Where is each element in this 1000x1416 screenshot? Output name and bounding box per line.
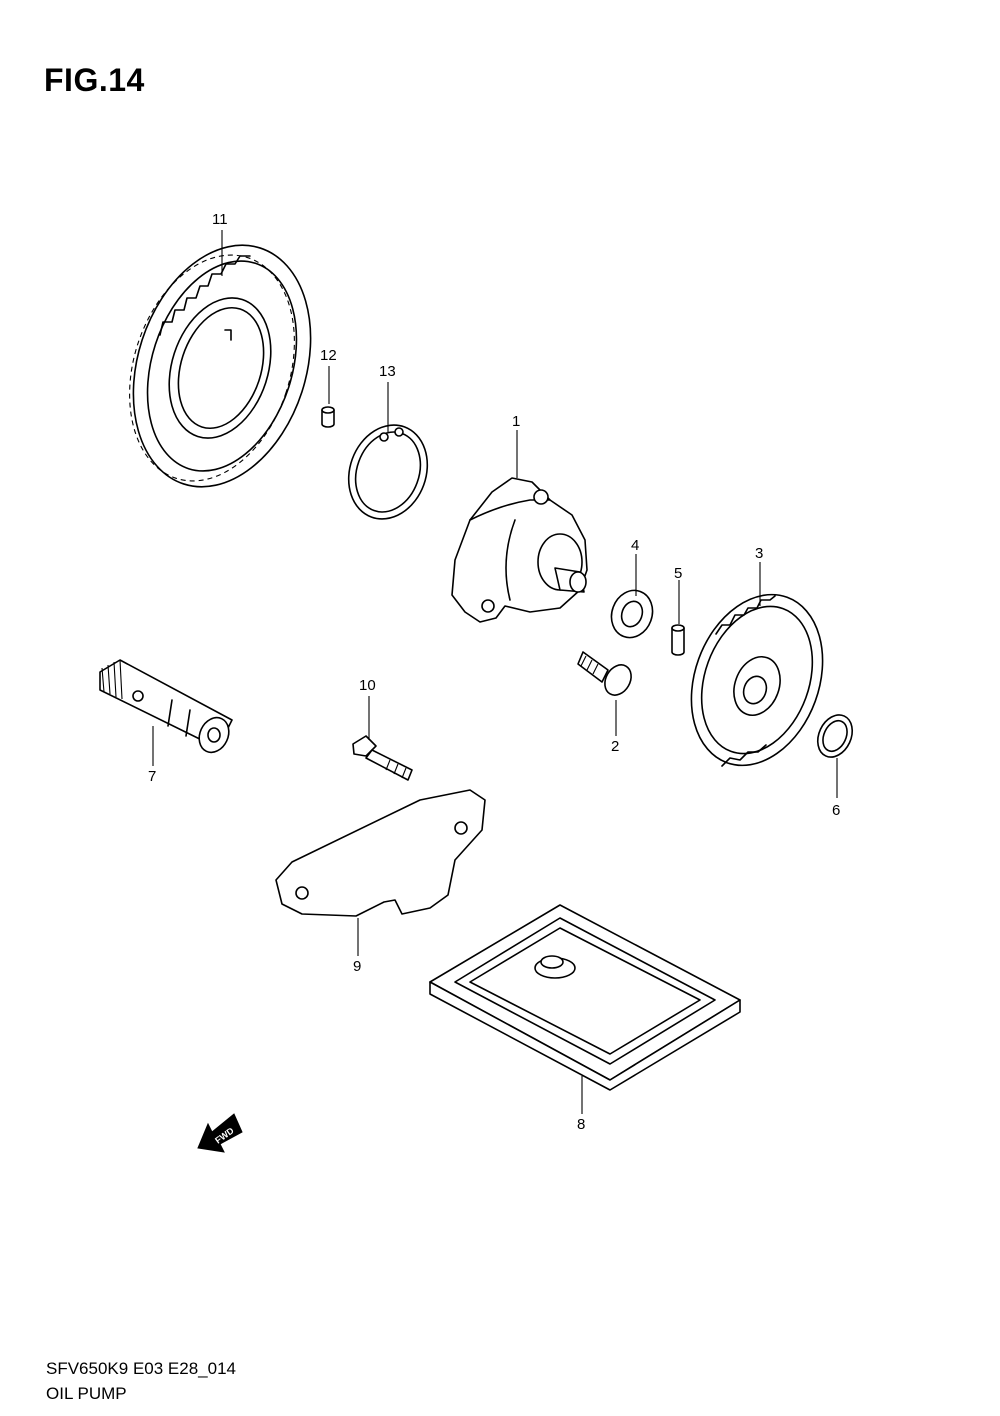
part-1-oil-pump-assy: [451, 477, 588, 623]
callout-2: 2: [611, 738, 619, 755]
callout-numbers: 11 12 13 1 4 5 3 2 6 7 10 9 8: [148, 211, 840, 1133]
figure-title: FIG.14: [44, 62, 145, 98]
callout-6: 6: [832, 802, 840, 819]
figure-code: SFV650K9 E03 E28_014: [46, 1359, 236, 1378]
part-10-bolt: [352, 735, 413, 781]
part-9-gasket: [275, 789, 486, 917]
callout-5: 5: [674, 565, 682, 582]
callout-7: 7: [148, 768, 156, 785]
callout-9: 9: [353, 958, 361, 975]
part-2-screw: [577, 651, 632, 696]
part-5-pin: [671, 624, 685, 656]
forward-direction-arrow-icon: FWD: [197, 1113, 243, 1153]
callout-1: 1: [512, 413, 520, 430]
callout-4: 4: [631, 537, 639, 554]
figure-name: OIL PUMP: [46, 1384, 127, 1403]
callout-13: 13: [379, 363, 396, 380]
part-6-circlip: [816, 714, 854, 758]
callout-leader-lines: [152, 230, 838, 1114]
part-4-washer: [610, 589, 654, 639]
part-13-circlip: [347, 424, 429, 520]
part-12-dowel-pin: [321, 406, 335, 428]
part-7-oil-pressure-switch: [99, 659, 233, 754]
part-3-oil-pump-gear: [690, 593, 824, 767]
part-8-oil-strainer: [429, 904, 741, 1091]
callout-8: 8: [577, 1116, 585, 1133]
callout-3: 3: [755, 545, 763, 562]
callout-11: 11: [212, 211, 228, 228]
part-11-oil-pump-driven-gear: [129, 244, 312, 488]
callout-10: 10: [359, 677, 376, 694]
callout-12: 12: [320, 347, 337, 364]
